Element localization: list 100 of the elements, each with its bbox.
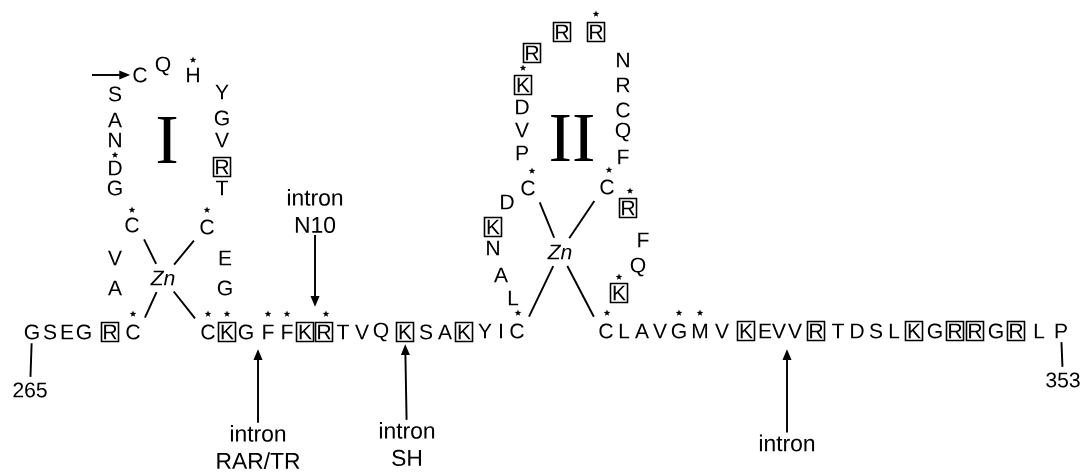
- residue-letter: C: [126, 324, 140, 340]
- residue-letter: R: [617, 77, 630, 93]
- residue-letter: A: [494, 267, 508, 283]
- residue-letter: D: [501, 194, 514, 210]
- residue-letter: G: [927, 323, 942, 339]
- residue-letter: D: [109, 160, 122, 176]
- residue-letter: E: [759, 323, 772, 339]
- residue-letter: M: [692, 323, 708, 339]
- residue-letter: Q: [630, 257, 646, 277]
- coordination-line: [172, 290, 196, 320]
- residue-letter: S: [869, 323, 883, 339]
- residue-letter: C: [599, 323, 613, 339]
- boxed-residue: R: [522, 42, 542, 64]
- boxed-residue: K: [454, 321, 474, 343]
- residue-letter: A: [108, 280, 122, 296]
- tick-line: [29, 342, 33, 378]
- residue-letter: Y: [215, 84, 229, 100]
- residue-letter: V: [355, 324, 369, 340]
- residue-letter: Q: [155, 56, 171, 76]
- position-number: 265: [13, 382, 47, 398]
- boxed-residue: K: [609, 282, 629, 304]
- residue-letter: D: [851, 323, 864, 339]
- residue-letter: G: [214, 110, 229, 126]
- boxed-residue: R: [618, 197, 638, 219]
- intron-label: intron RAR/TR: [217, 424, 300, 469]
- residue-letter: A: [635, 323, 649, 339]
- residue-letter: F: [618, 149, 629, 165]
- residue-letter: T: [337, 324, 349, 340]
- residue-letter: S: [108, 86, 122, 102]
- residue-letter: V: [108, 250, 122, 266]
- residue-letter: L: [508, 290, 519, 306]
- boxed-residue: R: [945, 320, 965, 342]
- residue-letter: F: [638, 232, 649, 248]
- residue-letter: S: [419, 324, 433, 340]
- residue-letter: A: [438, 324, 452, 340]
- residue-letter: V: [788, 323, 802, 339]
- residue-letter: I: [500, 323, 502, 339]
- coordination-line: [566, 265, 595, 318]
- residue-letter: L: [1034, 323, 1045, 339]
- residue-letter: N: [109, 132, 121, 148]
- residue-letter: G: [988, 323, 1003, 339]
- residue-letter: G: [107, 180, 122, 196]
- residue-letter: G: [671, 323, 686, 339]
- boxed-residue: K: [513, 74, 533, 96]
- residue-letter: V: [515, 122, 529, 138]
- residue-letter: C: [616, 102, 630, 118]
- intron-label: intron: [759, 434, 815, 452]
- residue-letter: V: [772, 323, 786, 339]
- residue-letter: S: [43, 324, 57, 340]
- residue-letter: N: [617, 52, 629, 68]
- coordination-line: [143, 238, 158, 265]
- coordination-line: [143, 291, 158, 319]
- residue-letter: A: [108, 112, 122, 128]
- boxed-residue: K: [904, 320, 924, 342]
- residue-letter: C: [600, 179, 614, 195]
- finger-numeral: II: [551, 115, 593, 161]
- boxed-residue: R: [586, 21, 606, 43]
- coordination-line: [568, 200, 596, 240]
- residue-letter: C: [521, 180, 535, 196]
- residue-letter: G: [238, 324, 253, 340]
- boxed-residue: R: [965, 320, 985, 342]
- residue-letter: F: [282, 324, 293, 340]
- boxed-residue: R: [100, 321, 120, 343]
- residue-letter: C: [200, 219, 214, 235]
- coordination-line: [528, 265, 555, 318]
- residue-letter: L: [619, 323, 630, 339]
- residue-letter: P: [1055, 323, 1067, 339]
- zinc-label: Zn: [547, 244, 572, 260]
- boxed-residue: K: [736, 320, 756, 342]
- residue-letter: P: [516, 145, 528, 161]
- residue-letter: V: [653, 323, 667, 339]
- tick-line: [1060, 341, 1064, 368]
- residue-letter: Q: [615, 122, 631, 142]
- boxed-residue: K: [217, 321, 237, 343]
- intron-label: intron SH: [379, 421, 435, 466]
- finger-numeral: I: [157, 117, 177, 163]
- residue-letter: L: [889, 323, 900, 339]
- coordination-line: [173, 239, 195, 266]
- boxed-residue: K: [483, 216, 503, 238]
- residue-letter: E: [61, 324, 74, 340]
- residue-letter: C: [201, 324, 215, 340]
- boxed-residue: R: [314, 321, 334, 343]
- residue-letter: C: [133, 67, 147, 83]
- boxed-residue: R: [212, 156, 232, 178]
- position-number: 353: [1046, 372, 1080, 388]
- residue-letter: G: [24, 324, 39, 340]
- boxed-residue: R: [552, 21, 572, 43]
- residue-letter: G: [217, 280, 232, 296]
- residue-letter: D: [516, 99, 529, 115]
- residue-letter: F: [263, 324, 274, 340]
- intron-label: intron N10: [287, 189, 343, 233]
- residue-letter: E: [219, 250, 232, 266]
- boxed-residue: R: [806, 320, 826, 342]
- boxed-residue: K: [295, 321, 315, 343]
- boxed-residue: R: [1006, 320, 1026, 342]
- coordination-line: [538, 201, 556, 239]
- boxed-residue: K: [395, 321, 415, 343]
- zinc-label: Zn: [150, 270, 175, 286]
- residue-letter: Q: [373, 322, 389, 342]
- residue-letter: T: [832, 323, 844, 339]
